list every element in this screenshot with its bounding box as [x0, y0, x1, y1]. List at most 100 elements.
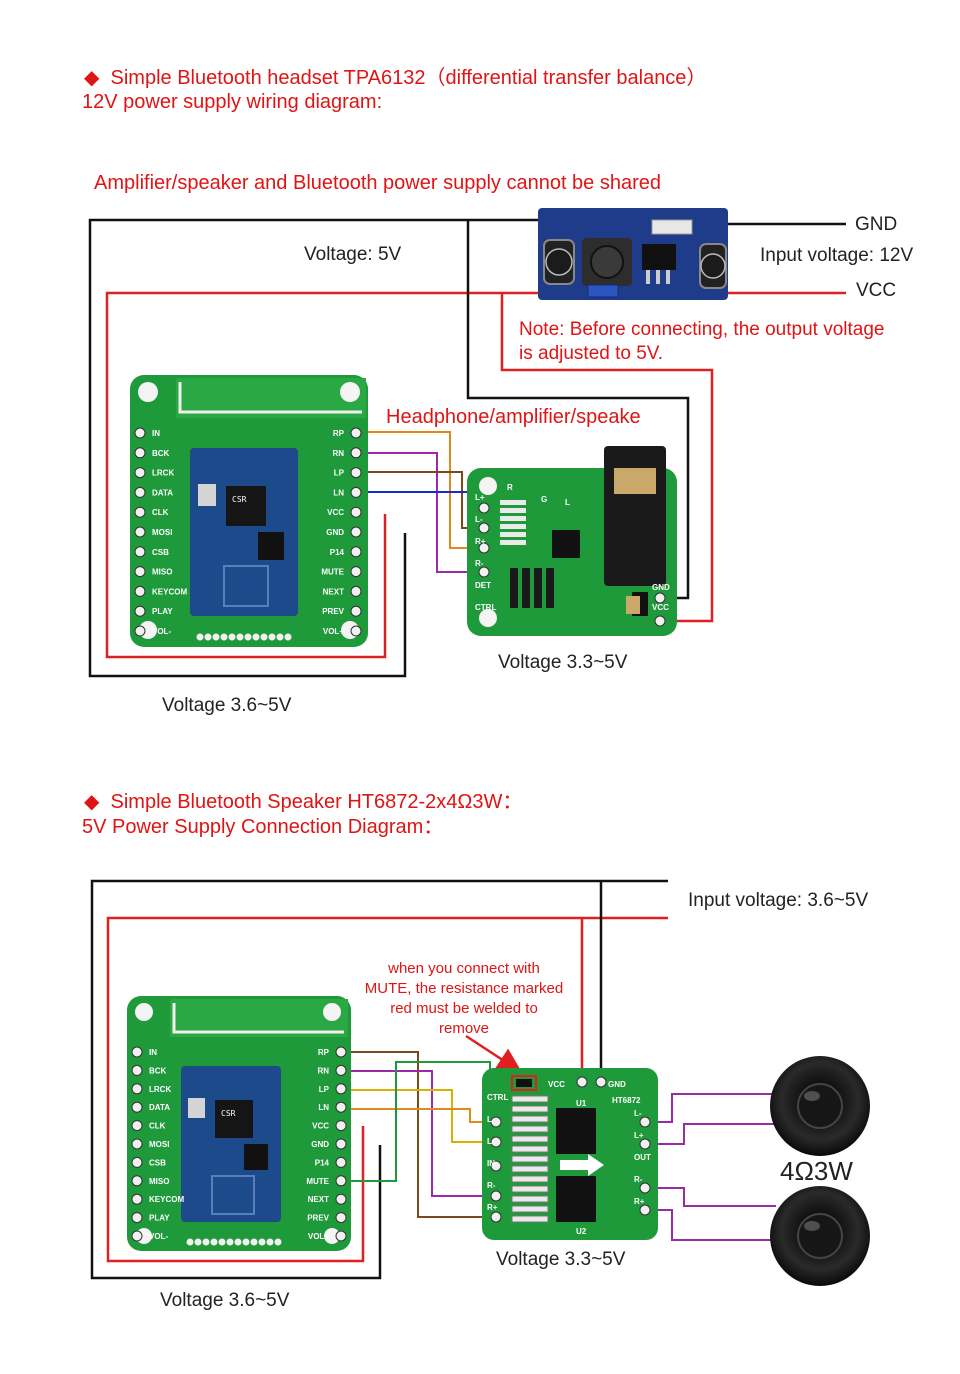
bt1-left-pins-pin: [134, 467, 146, 479]
bt1-right-pins-pin: [350, 605, 362, 617]
bt1-left-pins-label: DATA: [152, 488, 173, 497]
bt2-right-pins-pin: [335, 1120, 347, 1132]
bt1-left-pins-label: MISO: [152, 568, 172, 577]
ht-label-gnd: GND: [608, 1080, 626, 1089]
ht-label-vcc: VCC: [548, 1080, 565, 1089]
wire-purple-spk1-b: [645, 1123, 776, 1145]
wire-blue-ln: [355, 491, 484, 509]
ht-right-pin: [639, 1138, 651, 1150]
bt1-right-pins-pin: [350, 447, 362, 459]
voltage-5v-label: Voltage: 5V: [304, 244, 402, 265]
bt1-right-pins-label: VOL+: [323, 627, 344, 636]
tpa-side-label: DET: [475, 581, 491, 590]
ht-left-label: L-: [487, 1115, 495, 1124]
bt2-left-pins-label: CLK: [149, 1122, 166, 1131]
ht-right-pin: [639, 1182, 651, 1194]
wire-purple-spk1-a: [645, 1093, 776, 1123]
resistor: [511, 1095, 549, 1103]
bt1-left-pins-label: CSB: [152, 548, 169, 557]
bt1-left-pins-label: KEYCOM: [152, 587, 187, 596]
bt1-chip-text: CSR: [232, 495, 247, 504]
resistor: [511, 1215, 549, 1223]
tpa-side-label: R+: [475, 537, 486, 546]
resistor: [511, 1205, 549, 1213]
bt2-right-pins-label: MUTE: [306, 1177, 329, 1186]
resistor: [500, 516, 526, 521]
speaker-2: [770, 1186, 870, 1286]
bt2-right-pins-pin: [335, 1046, 347, 1058]
wire-brown-lp: [355, 471, 484, 529]
bt1-left-pins-pin: [134, 506, 146, 518]
pad-dot: [228, 633, 236, 641]
input-voltage-12v: Input voltage: 12V: [760, 245, 914, 266]
bt1-left-pins-pin: [134, 447, 146, 459]
ht-right-label: L+: [634, 1131, 644, 1140]
ht-left-pin: [490, 1136, 502, 1148]
bt1-right-pins-label: GND: [326, 528, 344, 537]
speaker-rating-label: 4Ω3W: [780, 1156, 853, 1186]
ht-left-label: IN: [487, 1159, 495, 1168]
bt1-left-pins-label: LRCK: [152, 469, 174, 478]
bt1-right-pins-label: RP: [333, 429, 345, 438]
bt2-right-pins-pin: [335, 1064, 347, 1076]
bt1-right-pins-pin: [350, 625, 362, 637]
pad-dot: [268, 633, 276, 641]
bt2-right-pins-label: VOL+: [308, 1232, 329, 1241]
bt1-left-pins-pin: [134, 546, 146, 558]
bt1-left-pins-pin: [134, 566, 146, 578]
speaker-1: [770, 1056, 870, 1156]
pad-dot: [258, 1238, 266, 1246]
ht-left-label: CTRL: [487, 1093, 508, 1102]
bt1-left-pins-label: PLAY: [152, 607, 173, 616]
ht-label-u1: U1: [576, 1099, 587, 1108]
wire-red-vcc-bt: [105, 291, 545, 659]
bt1-right-pins-label: PREV: [322, 607, 344, 616]
bt1-right-pins-pin: [350, 486, 362, 498]
bluetooth-module-2: CSR INBCKLRCKDATACLKMOSICSBMISOKEYCOMPLA…: [127, 996, 351, 1251]
bt1-right-pins-label: LP: [334, 469, 345, 478]
bt2-left-pins-pin: [131, 1101, 143, 1113]
resistor: [511, 1185, 549, 1193]
pad-dot: [202, 1238, 210, 1246]
tpa-label-r: R: [507, 483, 513, 492]
tpa-side-label: L-: [475, 515, 483, 524]
diamond-bullet-icon: ◆: [84, 791, 100, 813]
bt2-right-pins-pin: [335, 1083, 347, 1095]
bt2-right-pins-pin: [335, 1212, 347, 1224]
section1-heading-line2: 12V power supply wiring diagram:: [82, 91, 383, 113]
ht-right-pin: [639, 1204, 651, 1216]
section2-wires: [90, 879, 776, 1280]
bt1-left-pins-label: VOL-: [152, 627, 171, 636]
ht-left-label: R-: [487, 1181, 496, 1190]
ht-left-pin: [490, 1190, 502, 1202]
pad-dot: [266, 1238, 274, 1246]
tpa-side-label: L+: [475, 493, 485, 502]
mute-note-arrow: [465, 1034, 523, 1073]
bt1-right-pins-label: P14: [330, 548, 345, 557]
bt2-left-pins-pin: [131, 1230, 143, 1242]
bt2-left-pins-label: KEYCOM: [149, 1195, 184, 1204]
bt1-left-pins-label: CLK: [152, 508, 169, 517]
bt2-right-pins-label: NEXT: [308, 1195, 329, 1204]
ht-left-label: L+: [487, 1137, 497, 1146]
wire-purple-spk2-b: [645, 1209, 776, 1241]
amp-voltage-label-2: Voltage 3.3~5V: [496, 1249, 626, 1270]
resistor: [511, 1115, 549, 1123]
resistor: [546, 568, 554, 608]
bt-voltage-label-1: Voltage 3.6~5V: [162, 695, 292, 716]
ht-left-pin: [490, 1116, 502, 1128]
pad-dot: [218, 1238, 226, 1246]
bt2-right-pins-pin: [335, 1193, 347, 1205]
pad-dot: [242, 1238, 250, 1246]
resistor: [511, 1195, 549, 1203]
bt1-right-pins-pin: [350, 467, 362, 479]
wire-orange-ln2: [345, 1108, 496, 1123]
tpa-side-label: R-: [475, 559, 484, 568]
ht-label-u2: U2: [576, 1227, 587, 1236]
mute-resistor-note: when you connect with MUTE, the resistan…: [364, 960, 564, 1037]
dcdc-buck-module: [538, 208, 728, 300]
bt2-left-pins-pin: [131, 1064, 143, 1076]
pad-dot: [194, 1238, 202, 1246]
